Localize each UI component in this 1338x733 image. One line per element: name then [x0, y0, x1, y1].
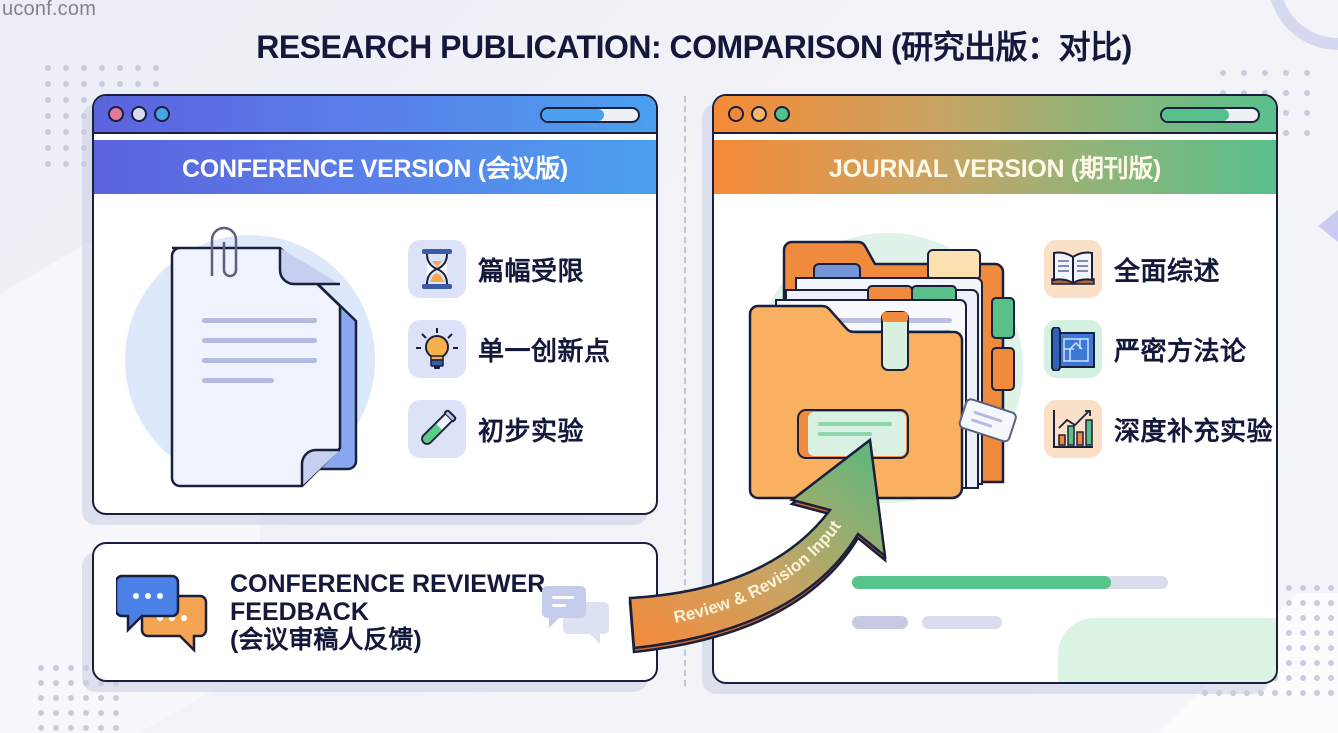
window-controls	[728, 106, 790, 122]
journal-feature-rigorous-methodology: 严密方法论	[1044, 320, 1247, 378]
watermark: uconf.com	[2, 0, 97, 20]
journal-feature-in-depth-experiments: 深度补充实验	[1044, 400, 1273, 458]
faded-chat-icon	[542, 586, 609, 644]
blueprint-icon	[1044, 320, 1102, 378]
close-dot-icon[interactable]	[108, 106, 124, 122]
conference-titlebar	[94, 96, 656, 134]
journal-content-progress	[852, 576, 1168, 589]
minimize-dot-icon[interactable]	[131, 106, 147, 122]
journal-feature-comprehensive-review: 全面综述	[1044, 240, 1220, 298]
conference-header: CONFERENCE VERSION (会议版)	[94, 140, 656, 194]
placeholder-pill-1	[852, 616, 908, 629]
journal-titlebar	[714, 96, 1276, 134]
chat-bubbles-icon	[116, 574, 208, 654]
minimize-dot-icon[interactable]	[751, 106, 767, 122]
feature-label: 单一创新点	[478, 335, 611, 366]
conference-feature-single-innovation: 单一创新点	[408, 320, 611, 378]
center-divider	[684, 96, 686, 686]
conference-window-progress	[540, 107, 640, 123]
placeholder-pill-2	[922, 616, 1002, 629]
folder-documents-icon	[748, 233, 1023, 503]
dot-grid-bottom-left	[38, 665, 128, 733]
journal-header: JOURNAL VERSION (期刊版)	[714, 140, 1276, 194]
lightbulb-icon	[408, 320, 466, 378]
close-dot-icon[interactable]	[728, 106, 744, 122]
maximize-dot-icon[interactable]	[774, 106, 790, 122]
maximize-dot-icon[interactable]	[154, 106, 170, 122]
test-tube-icon	[408, 400, 466, 458]
conference-feature-length-limited: 篇幅受限	[408, 240, 584, 298]
feature-label: 严密方法论	[1114, 335, 1247, 366]
bg-right-triangle	[1318, 210, 1338, 242]
hourglass-icon	[408, 240, 466, 298]
mint-panel	[1058, 618, 1276, 682]
conference-version-window: CONFERENCE VERSION (会议版) 篇幅受限	[92, 94, 658, 515]
page-title: RESEARCH PUBLICATION: COMPARISON (研究出版：对…	[256, 29, 1132, 65]
conference-feature-preliminary-experiment: 初步实验	[408, 400, 584, 458]
review-revision-arrow: Review & Revision Input	[628, 437, 887, 654]
document-paperclip-icon	[125, 226, 375, 488]
feature-label: 篇幅受限	[478, 255, 585, 286]
feature-label: 初步实验	[478, 415, 585, 446]
bar-chart-icon	[1044, 400, 1102, 458]
open-book-icon	[1044, 240, 1102, 298]
feature-label: 全面综述	[1114, 255, 1221, 286]
feature-label: 深度补充实验	[1114, 415, 1274, 446]
feedback-title: CONFERENCE REVIEWER FEEDBACK (会议审稿人反馈)	[230, 570, 546, 654]
reviewer-feedback-card: CONFERENCE REVIEWER FEEDBACK (会议审稿人反馈)	[92, 542, 658, 682]
journal-window-progress	[1160, 107, 1260, 123]
window-controls	[108, 106, 170, 122]
